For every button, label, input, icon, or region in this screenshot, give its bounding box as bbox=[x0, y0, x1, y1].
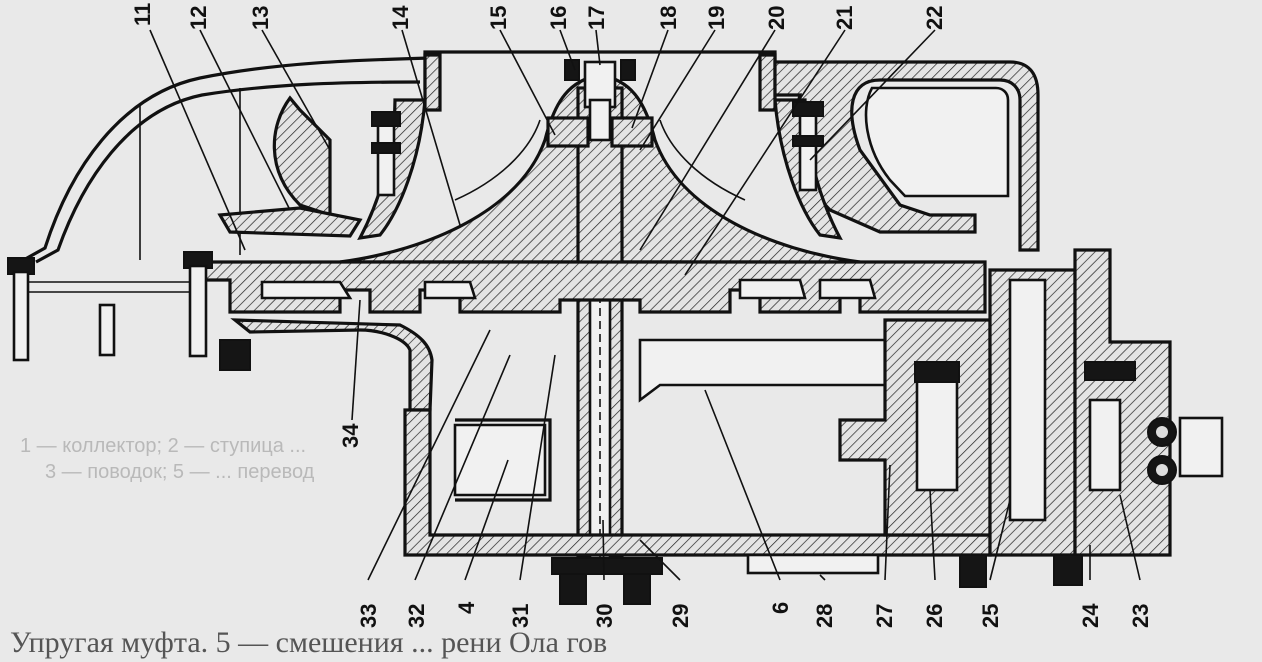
bottom-caption: Упругая муфта. 5 — смешения ... рени Ола… bbox=[10, 626, 607, 659]
left-labels: 34 bbox=[338, 423, 363, 448]
lower-fasteners bbox=[551, 553, 1083, 605]
lower-gear-cavity bbox=[453, 423, 547, 497]
central-shaft bbox=[576, 86, 624, 562]
background-watermark: 1 — коллектор; 2 — ступица ... 3 — повод… bbox=[20, 435, 315, 483]
label-18: 18 bbox=[656, 6, 681, 30]
label-16: 16 bbox=[546, 6, 571, 30]
label-27: 27 bbox=[872, 604, 897, 628]
label-24: 24 bbox=[1078, 603, 1103, 628]
watermark-line-2: 3 — поводок; 5 — ... перевод bbox=[45, 461, 315, 483]
watermark-line-1: 1 — коллектор; 2 — ступица ... bbox=[20, 435, 306, 457]
label-25: 25 bbox=[978, 604, 1003, 628]
top-labels: 11 12 13 14 15 16 17 18 19 20 21 22 bbox=[130, 3, 947, 30]
label-22: 22 bbox=[922, 6, 947, 30]
label-31: 31 bbox=[508, 604, 533, 628]
label-26: 26 bbox=[922, 604, 947, 628]
label-29: 29 bbox=[668, 604, 693, 628]
label-19: 19 bbox=[704, 6, 729, 30]
label-28: 28 bbox=[812, 604, 837, 628]
label-11: 11 bbox=[130, 3, 155, 26]
right-volute-housing bbox=[773, 60, 1040, 252]
main-flange-plate bbox=[20, 260, 987, 314]
left-studs bbox=[7, 251, 251, 371]
label-13: 13 bbox=[248, 6, 273, 30]
label-30: 30 bbox=[592, 604, 617, 628]
label-21: 21 bbox=[832, 6, 857, 30]
label-33: 33 bbox=[356, 604, 381, 628]
leader-lines bbox=[149, 29, 1141, 581]
top-nut-assembly bbox=[546, 59, 654, 148]
label-6: 6 bbox=[768, 602, 793, 614]
label-17: 17 bbox=[584, 6, 609, 30]
label-12: 12 bbox=[186, 6, 211, 30]
label-14: 14 bbox=[388, 5, 413, 30]
right-volute-cavity bbox=[864, 86, 1010, 198]
right-gear-section bbox=[638, 248, 1224, 557]
label-15: 15 bbox=[486, 6, 511, 30]
label-34: 34 bbox=[338, 423, 363, 448]
bottom-labels: 33 32 4 31 30 29 6 28 27 26 25 24 23 bbox=[356, 601, 1153, 628]
lower-gear-housing bbox=[230, 318, 992, 557]
label-4: 4 bbox=[454, 601, 479, 614]
label-32: 32 bbox=[404, 604, 429, 628]
label-20: 20 bbox=[764, 6, 789, 30]
volute-bolts bbox=[371, 101, 824, 197]
label-23: 23 bbox=[1128, 604, 1153, 628]
left-volute-housing bbox=[19, 56, 434, 264]
left-volute-wall bbox=[272, 95, 332, 218]
